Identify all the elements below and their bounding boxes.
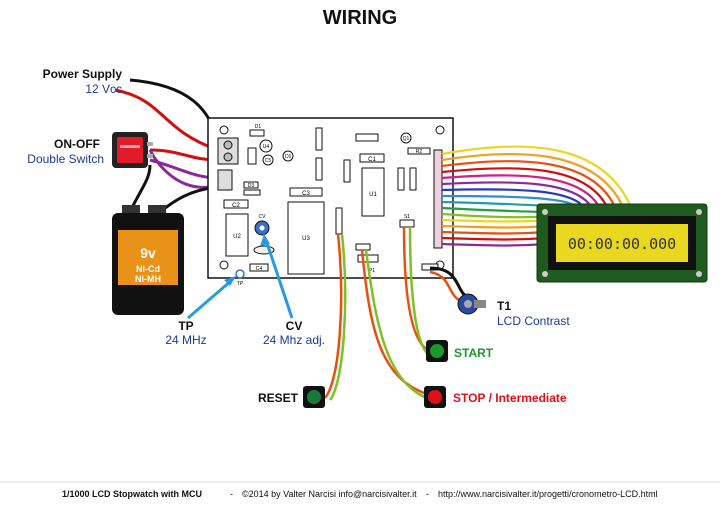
- pcb-label-c2: C2: [232, 203, 240, 209]
- power-supply-label: Power Supply: [43, 67, 123, 81]
- reset-label: RESET: [258, 391, 299, 405]
- start-button[interactable]: [426, 340, 448, 362]
- lcd-contrast-label: LCD Contrast: [497, 314, 570, 328]
- footer: 1/1000 LCD Stopwatch with MCU - ©2014 by…: [62, 489, 658, 499]
- pcb-board: D1 U4 C5 C6 D3 C2 U2 C3 U3 C1 U1 Q1 R2: [207, 117, 454, 287]
- stop-button[interactable]: [424, 386, 446, 408]
- pcb-label-d3: D3: [248, 183, 255, 189]
- pcb-label-cv: CV: [259, 214, 267, 220]
- lcd-module: 00:00:00.000: [536, 203, 708, 283]
- footer-author: ©2014 by Valter Narcisi info@narcisivalt…: [242, 489, 417, 499]
- reset-button[interactable]: [303, 386, 325, 408]
- pcb-label-c1: C1: [368, 157, 376, 163]
- pcb-label-p1: P1: [369, 268, 375, 274]
- cv-desc-label: 24 Mhz adj.: [263, 333, 325, 347]
- footer-sep-2: -: [426, 489, 429, 499]
- start-label: START: [454, 346, 494, 360]
- pcb-label-u1: U1: [369, 192, 377, 198]
- on-off-switch[interactable]: [112, 132, 153, 168]
- tp-label: TP: [178, 319, 193, 333]
- pcb-label-c3: C3: [302, 191, 310, 197]
- footer-project: 1/1000 LCD Stopwatch with MCU: [62, 489, 202, 499]
- pcb-label-c6: C6: [285, 154, 292, 160]
- pcb-label-s1: S1: [404, 214, 410, 220]
- footer-sep-1: -: [230, 489, 233, 499]
- t1-label: T1: [497, 299, 511, 313]
- stop-label: STOP / Intermediate: [453, 391, 567, 405]
- pcb-label-c5: C5: [265, 158, 272, 164]
- on-off-label: ON-OFF: [54, 137, 100, 151]
- pcb-label-u4: U4: [263, 144, 270, 150]
- pcb-label-d1: D1: [255, 124, 262, 130]
- contrast-potentiometer[interactable]: [457, 293, 486, 315]
- battery-chem1: Ni-Cd: [136, 264, 160, 274]
- battery-voltage: 9v: [140, 245, 156, 261]
- cv-label: CV: [286, 319, 303, 333]
- double-switch-label: Double Switch: [27, 152, 104, 166]
- page-title: WIRING: [323, 7, 397, 29]
- battery-wire-black: [128, 164, 152, 213]
- pcb-label-c4: C4: [256, 266, 263, 272]
- battery-9v: 9v Ni-Cd Ni-MH: [112, 205, 184, 315]
- pcb-label-u3: U3: [302, 236, 310, 242]
- pcb-label-tp: TP: [237, 281, 244, 287]
- lcd-readout: 00:00:00.000: [568, 235, 676, 253]
- pcb-label-r2: R2: [416, 149, 423, 155]
- power-wire-red: [114, 88, 219, 152]
- tp-freq-label: 24 MHz: [165, 333, 206, 347]
- battery-chem2: Ni-MH: [135, 274, 161, 284]
- pcb-label-u2: U2: [233, 234, 241, 240]
- pcb-label-q1: Q1: [403, 136, 410, 142]
- footer-url[interactable]: http://www.narcisivalter.it/progetti/cro…: [438, 489, 658, 499]
- power-supply-voltage: 12 Vcc: [85, 82, 122, 96]
